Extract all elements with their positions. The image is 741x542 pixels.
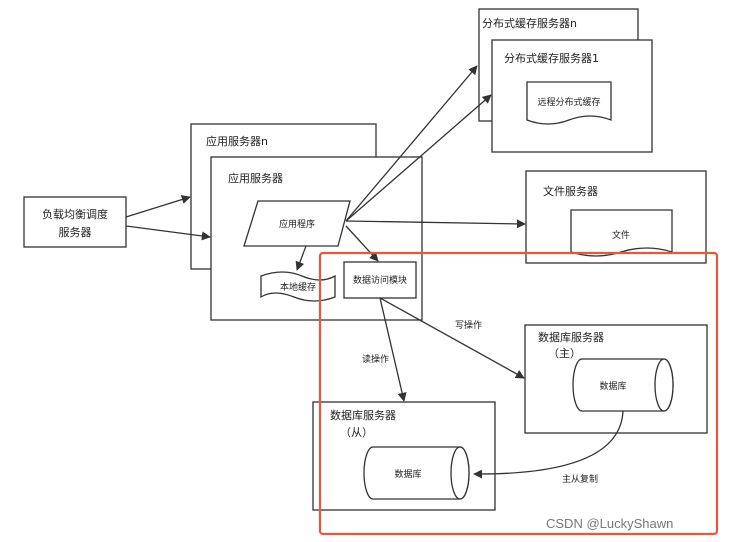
db-master-sub: （主） xyxy=(548,347,581,360)
edge-lb-to-app-n xyxy=(125,195,191,218)
local-cache-label: 本地缓存 xyxy=(280,281,316,293)
app-program-label: 应用程序 xyxy=(279,218,315,230)
edge-replicate-label: 主从复制 xyxy=(562,473,598,485)
db-master-title: 数据库服务器 xyxy=(538,330,604,344)
dist-cache-1-label: 分布式缓存服务器1 xyxy=(504,51,599,65)
app-server-n-label: 应用服务器n xyxy=(206,134,268,148)
edge-app-to-local-cache xyxy=(295,245,307,271)
edge-read-label: 读操作 xyxy=(362,353,389,365)
data-access-module-label: 数据访问模块 xyxy=(353,274,407,286)
dist-cache-n-label: 分布式缓存服务器n xyxy=(482,16,577,30)
watermark: CSDN @LuckyShawn xyxy=(546,516,673,531)
app-program-shape xyxy=(243,200,351,247)
db-master-db-label: 数据库 xyxy=(599,380,626,392)
db-slave-db-label: 数据库 xyxy=(394,468,421,480)
db-master-cylinder xyxy=(572,358,674,412)
edge-write xyxy=(379,297,525,379)
edge-app-to-dist-n xyxy=(345,65,478,222)
edge-app-to-data-access xyxy=(345,225,379,262)
edge-app-to-dist-1 xyxy=(345,94,492,222)
edge-read xyxy=(379,297,407,402)
db-slave-title: 数据库服务器 xyxy=(330,408,396,422)
file-server-label: 文件服务器 xyxy=(543,184,598,198)
db-slave-cylinder xyxy=(363,446,470,500)
app-server-label: 应用服务器 xyxy=(228,171,283,185)
db-slave-sub: （从） xyxy=(340,426,373,439)
edge-lb-to-app xyxy=(125,225,211,241)
load-balancer-label-2: 服务器 xyxy=(59,226,92,239)
load-balancer-label-1: 负载均衡调度 xyxy=(42,207,108,221)
edge-app-to-file xyxy=(345,219,526,229)
load-balancer-box xyxy=(23,196,127,248)
local-cache-shape xyxy=(260,271,336,302)
remote-cache-label: 远程分布式缓存 xyxy=(537,96,600,108)
highlight-frame xyxy=(318,251,719,536)
file-label: 文件 xyxy=(612,229,630,241)
remote-cache-shape xyxy=(526,81,612,125)
edge-write-label: 写操作 xyxy=(455,319,482,331)
edge-replicate xyxy=(473,410,624,479)
